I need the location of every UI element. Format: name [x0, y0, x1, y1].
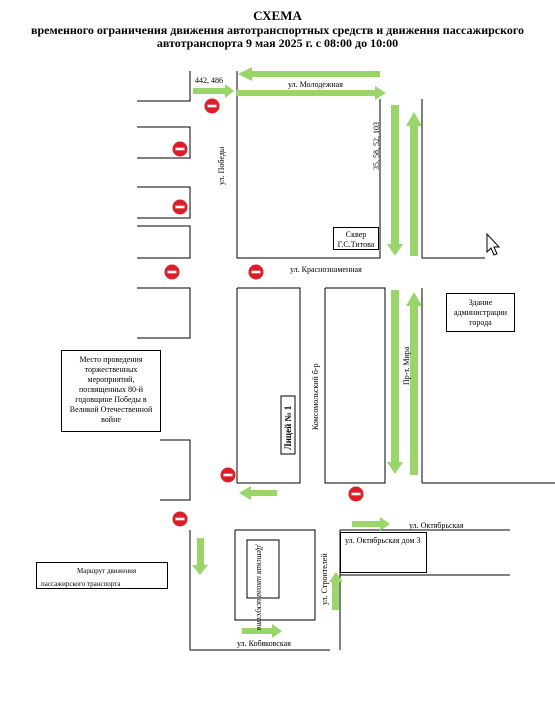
- venue-box: Место проведения торжественных мероприят…: [61, 350, 161, 432]
- block-liceum: [236, 287, 301, 484]
- block-left-1: [137, 126, 191, 159]
- arrow-okt-east: [352, 517, 390, 531]
- street-label-stroit: ул. Строителей: [320, 553, 329, 605]
- route-label-right: 35, 58, 52, 103: [372, 122, 381, 170]
- street-label-komsomol: Комсомольский б-р: [311, 363, 320, 430]
- no-entry-icon-5: [248, 264, 264, 280]
- street-label-okt: ул. Октябрьская: [409, 521, 464, 530]
- no-entry-icon-2: [172, 141, 188, 157]
- block-komsomol: [324, 287, 386, 484]
- no-entry-icon-3: [172, 199, 188, 215]
- block-left-4: [137, 287, 191, 339]
- street-label-pobedy: ул. Победы: [217, 146, 226, 185]
- legend-line-1: Маршрут движения: [77, 567, 137, 575]
- street-label-krasnoznam: ул. Краснознаменная: [290, 265, 362, 274]
- street-label-molodezh: ул. Молодежная: [288, 80, 343, 89]
- map-title: СХЕМА: [253, 8, 302, 23]
- block-left-5: [160, 439, 191, 501]
- arrow-pobedy-south: [192, 538, 208, 575]
- arrow-kobyak-east: [242, 624, 282, 638]
- arrow-molodezh-east: [236, 86, 386, 100]
- arrow-molodezh-west: [238, 67, 380, 81]
- arrow-mira-south-top: [387, 105, 403, 256]
- no-entry-icon-8: [172, 511, 188, 527]
- street-lines: [137, 71, 555, 651]
- skver-box: Сквер Г.С.Титова: [333, 227, 379, 250]
- block-left-2: [137, 186, 191, 219]
- subtitle-line-2: автотранспорта 9 мая 2025 г. с 08:00 до …: [156, 36, 399, 50]
- no-entry-icon-7: [348, 486, 364, 502]
- block-top-left: [137, 71, 191, 102]
- no-entry-icon-4: [164, 264, 180, 280]
- arrow-liceum-west: [239, 486, 277, 500]
- block-left-3: [137, 225, 191, 259]
- school-label: Детская школа искусств: [255, 544, 264, 631]
- liceum-label: Лицей № 1: [283, 405, 293, 450]
- legend-line-2: пассажирского транспорта: [41, 580, 121, 588]
- arrow-stroit-north: [329, 572, 343, 610]
- legend-box: Маршрут движения пассажирского транспорт…: [36, 562, 168, 589]
- admin-box: Здание администрации города: [446, 293, 515, 332]
- okt-house-box: ул. Октябрьская дом 3: [340, 532, 427, 573]
- map-subtitle: временного ограничения движения автотран…: [0, 24, 555, 50]
- block-school: [234, 529, 316, 621]
- school-frame: [246, 539, 280, 599]
- arrow-mira-south-bottom: [387, 290, 403, 474]
- route-label-top-left: 442, 486: [195, 76, 223, 85]
- no-entry-icon-6: [220, 467, 236, 483]
- no-entry-signs: [164, 98, 364, 527]
- no-entry-icon-1: [204, 98, 220, 114]
- liceum-frame: [280, 395, 296, 455]
- cursor-icon: [486, 232, 501, 256]
- subtitle-line-1: временного ограничения движения автотран…: [30, 23, 525, 37]
- route-arrows: [40, 67, 422, 638]
- block-skver: [236, 99, 381, 259]
- arrow-mira-north-top: [406, 112, 422, 256]
- arrow-mira-north-bottom: [406, 292, 422, 475]
- arrow-top-left: [193, 84, 234, 98]
- street-label-mira: Пр-т. Мира: [402, 346, 411, 385]
- street-label-kobyak: ул. Кобяковская: [237, 639, 291, 648]
